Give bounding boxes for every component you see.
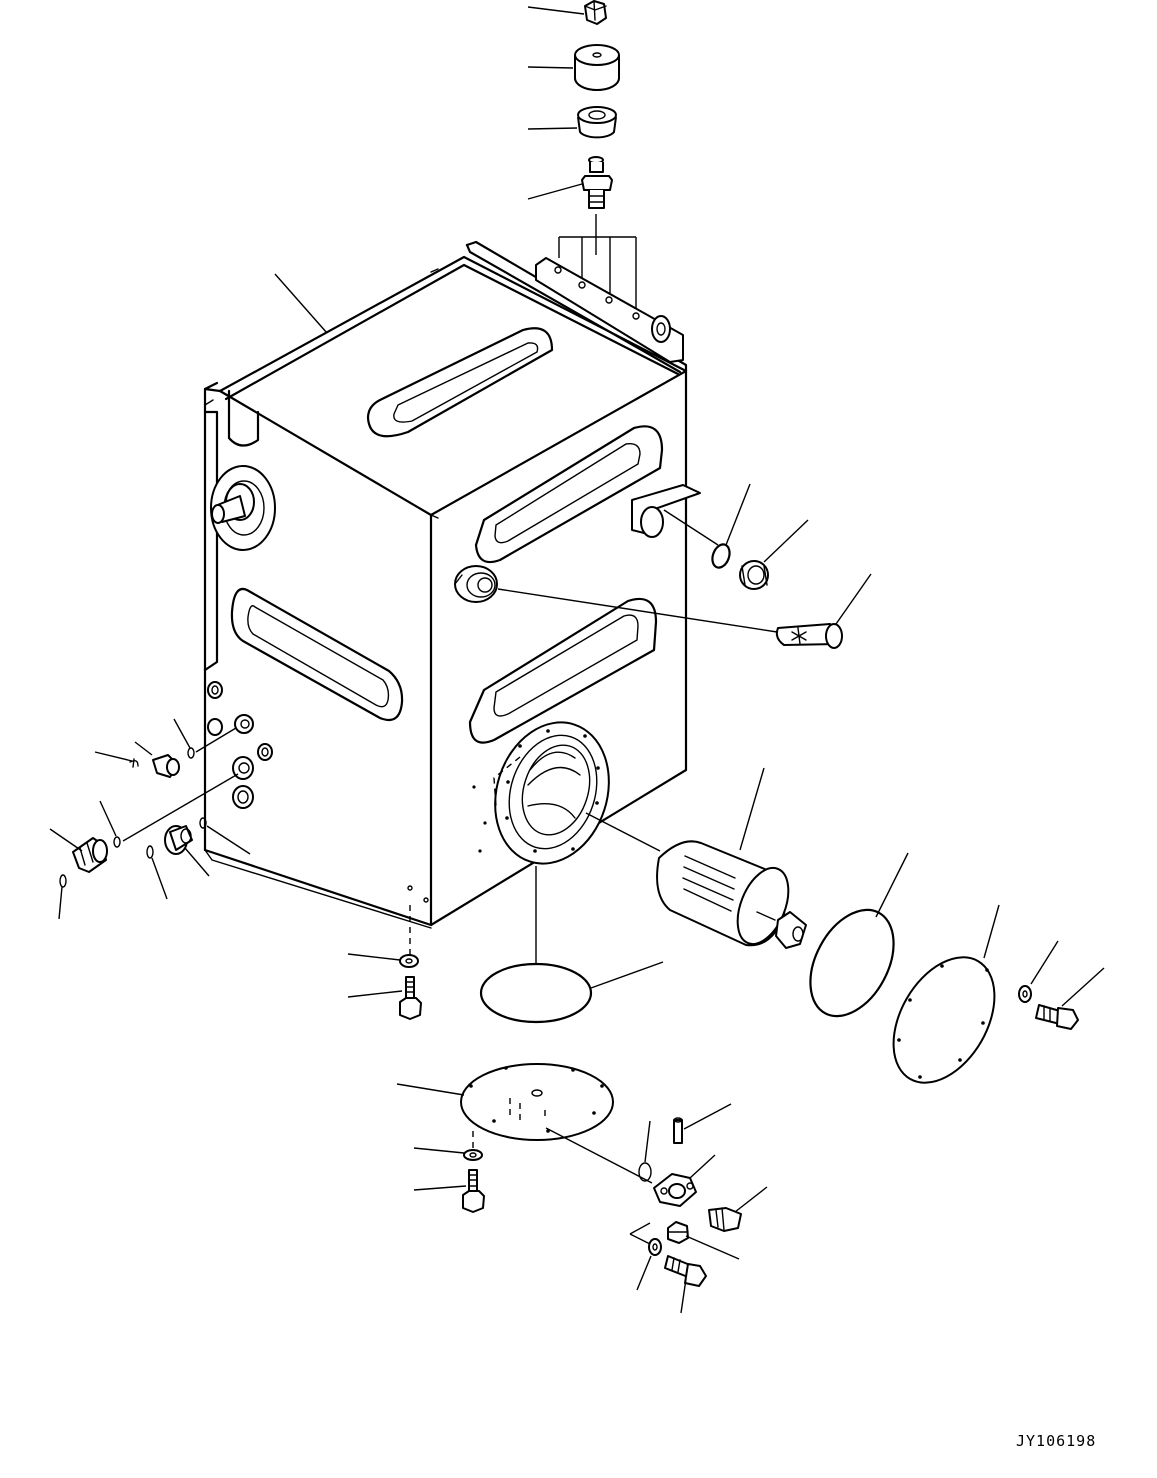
drain-plug [708, 1207, 742, 1232]
hydraulic-tank [203, 240, 688, 929]
left-stiffener [230, 587, 404, 722]
left-o-ring-small-1 [187, 747, 195, 759]
strainer-flange [472, 721, 610, 865]
cover-o-ring [809, 908, 895, 1018]
o-ring-right [199, 817, 207, 829]
straight-connector [72, 837, 108, 873]
o-ring-connector [113, 836, 121, 848]
filter-element [656, 840, 807, 949]
filler-cap-seal [577, 106, 617, 139]
drain-valve-washer [648, 1238, 662, 1256]
cover-bolt [1035, 1004, 1079, 1030]
side-plug-port [454, 565, 498, 603]
bottom-cover-plate [460, 1063, 614, 1141]
cover-washer [1018, 985, 1032, 1003]
right-lower-stiffener [468, 597, 658, 744]
drain-ports [207, 681, 273, 809]
elbow-fitting [152, 754, 180, 778]
drain-bolt [399, 976, 422, 1020]
sight-gauge-bracket [631, 484, 701, 538]
adapter-fitting [164, 825, 193, 855]
gauge-adapter [739, 560, 769, 590]
top-cap-nut [584, 0, 607, 25]
breather-valve [581, 156, 613, 209]
suction-port [210, 465, 276, 551]
o-ring-gauge [711, 543, 731, 569]
cover-plate [892, 956, 996, 1084]
drain-valve-body [653, 1173, 697, 1207]
o-ring-adapter [146, 845, 154, 859]
flange-gasket [479, 962, 593, 1024]
filler-cap [574, 44, 620, 91]
bottom-washer [463, 1149, 483, 1161]
drain-washer [399, 954, 419, 968]
drawing-code: JY106198 [1016, 1432, 1097, 1450]
bottom-bolt [462, 1169, 485, 1213]
valve-pin [673, 1117, 683, 1144]
o-ring-bottom-left [59, 874, 67, 888]
valve-o-ring [638, 1162, 652, 1182]
sight-gauge [775, 623, 843, 649]
right-upper-stiffener [474, 425, 664, 564]
drain-nut [667, 1221, 689, 1244]
top-stiffener-recess [366, 327, 554, 438]
